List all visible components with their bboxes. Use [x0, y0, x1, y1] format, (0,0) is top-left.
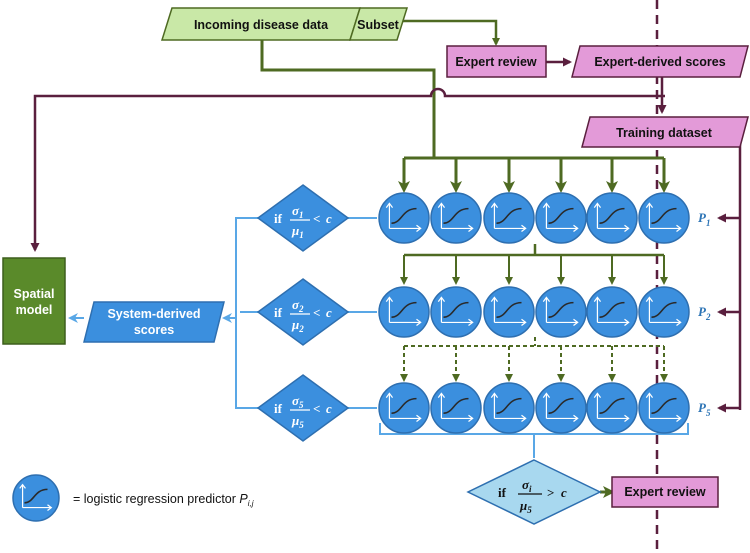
- predictor-row2-6: [638, 286, 690, 338]
- final-if-word: if: [498, 485, 507, 500]
- predictor-row1-4: [535, 192, 587, 244]
- incoming-data-input: Incoming disease data Subset: [160, 7, 409, 41]
- cond-mu: μ2: [291, 317, 304, 334]
- subset-to-review-arrow: [400, 19, 500, 46]
- legend-predictor-icon: [12, 474, 60, 522]
- expert-review-top-label: Expert review: [455, 55, 537, 69]
- predictor-row1-1: [378, 192, 430, 244]
- expert-review-bottom-box: Expert review: [611, 476, 719, 508]
- expert-review-top-box: Expert review: [446, 45, 547, 78]
- system-scores-label-line2: scores: [134, 323, 174, 337]
- cond-op: <: [313, 211, 320, 226]
- system-scores-label-line1: System-derived: [107, 307, 200, 321]
- predictor-row1-3: [483, 192, 535, 244]
- condition-diamonds: if σ1 μ1 < c if σ2 μ2 < c if σ5 μ5 < c: [256, 184, 350, 442]
- spatial-model-box: Spatial model: [2, 257, 66, 345]
- predictor-row5-6: [638, 382, 690, 434]
- cond-op: <: [313, 401, 320, 416]
- predictor-row2-5: [586, 286, 638, 338]
- legend-text: = logistic regression predictor Pi,j: [73, 492, 254, 508]
- row2-input-arrows: [400, 255, 668, 285]
- predictor-row5-3: [483, 382, 535, 434]
- expert-scores-box: Expert-derived scores: [571, 45, 749, 78]
- predictor-row1-2: [430, 192, 482, 244]
- predictor-row2-1: [378, 286, 430, 338]
- final-c: c: [561, 485, 567, 500]
- spatial-model-label-line1: Spatial: [14, 287, 55, 301]
- predictor-row2-2: [430, 286, 482, 338]
- cond-if-word: if: [274, 305, 283, 320]
- cond-sigma: σ5: [292, 393, 304, 410]
- expert-scores-label: Expert-derived scores: [594, 55, 725, 69]
- legend-predictor-circle: [12, 474, 60, 522]
- p5-label: P5: [698, 400, 711, 418]
- cond-if-word: if: [274, 401, 283, 416]
- predictor-row1-5: [586, 192, 638, 244]
- predictor-row5-4: [535, 382, 587, 434]
- p1-label: P1: [698, 210, 710, 228]
- final-mu: μ5: [519, 498, 532, 515]
- cond-c: c: [326, 211, 332, 226]
- expert-review-bottom-label: Expert review: [624, 485, 706, 499]
- predictor-row1-6: [638, 192, 690, 244]
- condition-diamond-1: if σ1 μ1 < c: [256, 184, 350, 252]
- cond-sigma: σ1: [292, 203, 304, 220]
- legend: = logistic regression predictor Pi,j: [12, 474, 254, 522]
- system-scores-box: System-derived scores: [83, 301, 225, 343]
- cond-mu: μ5: [291, 413, 304, 430]
- condition-diamond-3: if σ5 μ5 < c: [256, 374, 350, 442]
- predictor-row5-1: [378, 382, 430, 434]
- predictor-row5-5: [586, 382, 638, 434]
- cond-mu: μ1: [291, 223, 304, 240]
- cond-c: c: [326, 305, 332, 320]
- row1-input-arrows: [398, 158, 670, 193]
- cond-op: <: [313, 305, 320, 320]
- cond-c: c: [326, 401, 332, 416]
- spatial-model-label-line2: model: [16, 303, 53, 317]
- predictor-row5-2: [430, 382, 482, 434]
- incoming-data-line: [260, 40, 436, 158]
- predictor-grid: [378, 192, 690, 434]
- incoming-data-label: Incoming disease data: [194, 18, 329, 32]
- final-sigma: σi: [522, 477, 532, 494]
- final-condition-diamond: if σi μ5 > c: [466, 459, 602, 525]
- predictor-row2-4: [535, 286, 587, 338]
- training-dataset-box: Training dataset: [581, 116, 749, 148]
- predictor-row2-3: [483, 286, 535, 338]
- row5-input-arrows: [400, 346, 668, 382]
- row5-bracket: [379, 423, 689, 435]
- p-labels: P1 P2 P5: [698, 210, 711, 418]
- condition-diamond-2: if σ2 μ2 < c: [256, 278, 350, 346]
- cond-bus-line: [235, 217, 258, 409]
- p2-label: P2: [698, 304, 711, 322]
- cond-if-word: if: [274, 211, 283, 226]
- training-dataset-label: Training dataset: [616, 126, 713, 140]
- cond-sigma: σ2: [292, 297, 304, 314]
- subset-label: Subset: [357, 18, 400, 32]
- final-op: >: [547, 485, 554, 500]
- training-to-spatial-arrow: [30, 87, 665, 252]
